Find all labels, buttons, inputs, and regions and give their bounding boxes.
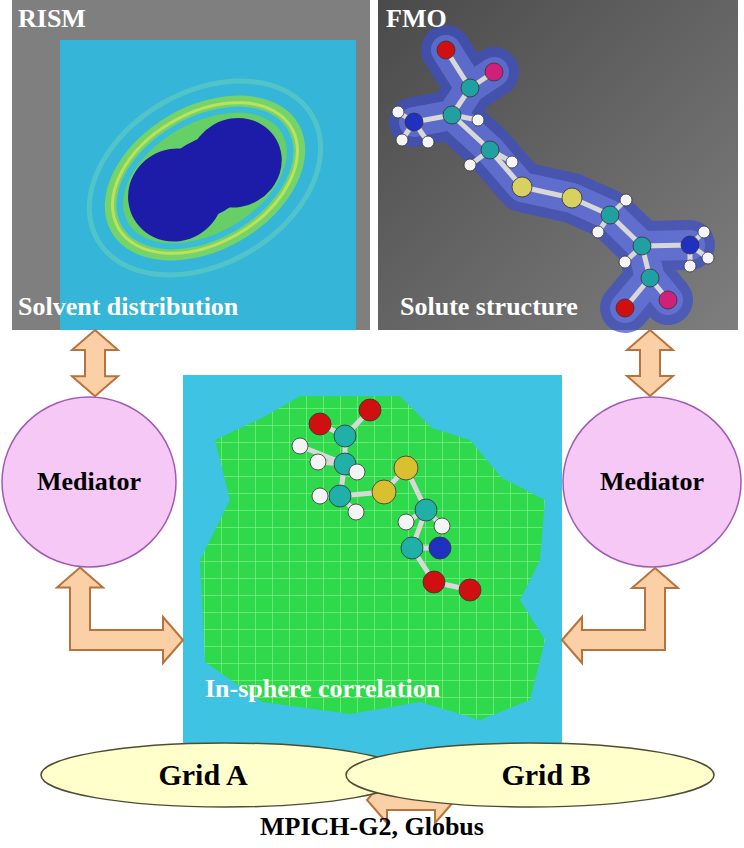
double-arrow — [57, 568, 183, 663]
atom — [562, 188, 582, 208]
atom — [659, 291, 677, 309]
mediator-circle: Mediator — [562, 396, 742, 568]
atom — [512, 177, 532, 197]
grid-lines — [200, 396, 545, 720]
electron-density — [414, 50, 690, 308]
panel-title: RISM — [18, 4, 86, 34]
grid-region — [200, 396, 545, 720]
node-shape — [346, 743, 714, 807]
atom — [309, 413, 331, 435]
panel-title: FMO — [386, 4, 447, 34]
arrow-body — [86, 347, 104, 379]
atom — [394, 456, 418, 480]
panel-ground — [12, 0, 370, 330]
node-shape — [563, 397, 741, 567]
atom — [401, 537, 423, 559]
bond-lines — [398, 50, 708, 308]
atom — [396, 134, 408, 146]
atom — [464, 159, 476, 171]
atom — [437, 41, 455, 59]
atom — [359, 399, 381, 421]
solvent-gap — [91, 77, 318, 279]
atom — [349, 464, 365, 480]
atom — [684, 260, 696, 272]
atom — [601, 206, 619, 224]
panel-box: In-sphere correlation — [183, 375, 562, 768]
solvent-shell — [100, 86, 309, 270]
atom — [702, 252, 714, 264]
panel-ground — [183, 375, 562, 768]
panel-caption: Solute structure — [400, 292, 578, 322]
atom — [506, 156, 518, 168]
panel-box: RISM Solvent distribution — [12, 0, 370, 330]
atom — [348, 504, 364, 520]
node-label: Mediator — [37, 467, 141, 497]
node-label: Mediator — [600, 467, 704, 497]
atom — [392, 106, 404, 118]
atom — [423, 571, 445, 593]
mediator-circle: Mediator — [1, 396, 177, 568]
rism-picture — [12, 0, 370, 330]
atom — [472, 114, 484, 126]
atom — [481, 141, 499, 159]
solvent-shell — [55, 42, 356, 315]
atom — [422, 136, 434, 148]
atom — [405, 113, 423, 131]
atom — [616, 299, 634, 317]
atom — [641, 269, 659, 287]
atom — [698, 226, 710, 238]
solvent-shell — [86, 72, 324, 285]
bond-lines — [300, 410, 470, 590]
fmo-picture — [378, 0, 738, 330]
solvent-blob — [55, 42, 356, 315]
atom — [372, 480, 396, 504]
atom — [592, 226, 604, 238]
panel-ground — [378, 0, 738, 330]
bonds — [398, 50, 708, 308]
atom — [681, 236, 699, 254]
atom — [434, 518, 450, 534]
atom — [415, 499, 437, 521]
atom — [620, 194, 632, 206]
atom — [310, 454, 326, 470]
panel-caption: In-sphere correlation — [205, 674, 440, 704]
double-arrow — [562, 568, 678, 663]
double-arrow — [627, 330, 673, 396]
atom — [292, 438, 308, 454]
electron-density — [414, 50, 690, 308]
grid-ellipse: Grid B — [345, 742, 715, 808]
atom — [459, 579, 481, 601]
atom — [443, 106, 461, 124]
atom — [329, 485, 351, 507]
atoms — [292, 399, 481, 601]
atom — [619, 256, 631, 268]
atom — [398, 514, 414, 530]
atom — [312, 488, 328, 504]
arrow-body — [579, 585, 655, 640]
atoms — [392, 41, 714, 317]
atom — [334, 425, 356, 447]
correlation-picture — [183, 375, 562, 768]
node-label: Grid B — [501, 758, 590, 793]
solvent-shell — [75, 62, 334, 295]
node-label: Grid A — [158, 758, 247, 793]
bonds — [300, 410, 470, 590]
caption-label: MPICH-G2, Globus — [260, 812, 484, 842]
atom — [461, 79, 479, 97]
arrow-body — [641, 347, 659, 379]
panel-caption: Solvent distribution — [18, 292, 238, 322]
node-shape — [2, 397, 176, 567]
atom — [429, 537, 451, 559]
atom — [485, 63, 503, 81]
atom — [633, 237, 651, 255]
panel-box: FMO Solute structure — [378, 0, 738, 330]
solute-cavity — [134, 115, 276, 241]
double-arrow — [72, 330, 118, 396]
arrow-body — [80, 585, 166, 640]
label-slot: MPICH-G2, Globus — [0, 812, 744, 842]
